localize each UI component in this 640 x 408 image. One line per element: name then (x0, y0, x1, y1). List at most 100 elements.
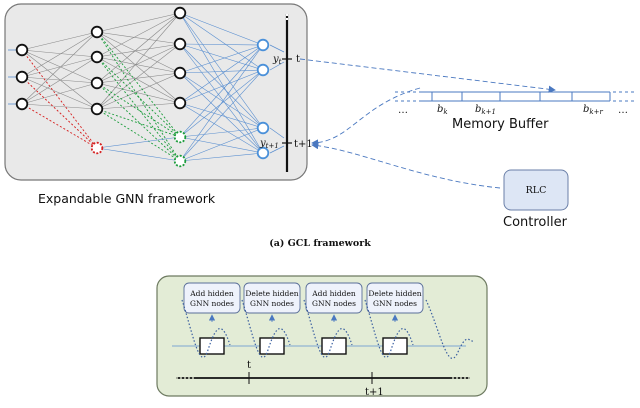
gnn-edge (96, 136, 181, 149)
gnn-nodes (15, 6, 270, 168)
output-connector (269, 44, 285, 53)
gnn-edge (21, 76, 98, 84)
gnn-edge (96, 56, 181, 104)
action-line1: Delete hidden (245, 289, 298, 298)
gnn-edge (21, 31, 98, 105)
memory-right-dots: … (618, 105, 628, 116)
gnn-edge (179, 72, 264, 154)
transition-curve (241, 299, 291, 358)
hidden-neuron (90, 102, 104, 116)
gnn-edge (179, 44, 264, 138)
state-box (382, 337, 408, 355)
framework-title: Expandable GNN framework (38, 191, 216, 206)
gnn-edge (21, 31, 98, 78)
gnn-edge (21, 56, 98, 105)
hidden-neuron (90, 50, 104, 64)
output-neuron (256, 121, 270, 135)
input-neuron (15, 97, 29, 111)
timeline-label-t1: t+1 (365, 387, 384, 398)
hidden-neuron (173, 96, 187, 110)
gnn-edge (96, 72, 181, 110)
gnn-edge (96, 82, 181, 138)
gnn-edge (179, 43, 264, 46)
action-line2: GNN nodes (373, 299, 417, 308)
gnn-edge (179, 102, 264, 154)
controller-label: Controller (503, 215, 568, 230)
action-line2: GNN nodes (312, 299, 356, 308)
gnn-edge (179, 152, 264, 162)
gnn-edge (96, 12, 181, 33)
gnn-edge (179, 44, 264, 104)
gnn-edge (179, 43, 264, 71)
gnn-edge (96, 56, 181, 74)
gnn-edge (96, 12, 181, 84)
arrow-t-to-memory (299, 58, 556, 93)
hidden-neuron (173, 66, 187, 80)
memory-cell-bkr: bk+r (583, 104, 604, 116)
gnn-edge (96, 43, 181, 110)
rlc-label: RLC (526, 185, 547, 196)
gnn-edge (179, 12, 264, 46)
gnn-edge (179, 44, 264, 162)
gnn-edge (179, 127, 264, 162)
output-label-top: yt (272, 54, 282, 66)
gnn-edge (96, 72, 181, 84)
time-label-t1: t+1 (294, 139, 313, 150)
gnn-edge (96, 108, 181, 138)
time-label-t: t (296, 54, 300, 65)
gnn-edge (179, 12, 264, 129)
gnn-edge (96, 82, 181, 104)
state-box (321, 337, 347, 355)
arrow-memory-to-t1 (311, 87, 421, 147)
gnn-edge (21, 76, 98, 149)
state-box (199, 337, 225, 355)
action-box (183, 282, 241, 314)
memory-cell-bk1: bk+1 (475, 104, 496, 116)
input-neuron (15, 43, 29, 57)
memory-cell-bk: bk (437, 104, 448, 116)
output-connector (269, 127, 285, 139)
output-neuron (256, 146, 270, 160)
output-connector (269, 61, 285, 71)
gnn-edge (179, 69, 264, 162)
output-label-bottom: yt+1 (259, 138, 279, 150)
gnn-edge (96, 108, 181, 162)
hidden-neuron (173, 37, 187, 51)
gnn-edge (96, 43, 181, 58)
added-neuron-red (90, 141, 104, 155)
gnn-edge (179, 69, 264, 74)
transition-curve-tail (425, 299, 475, 359)
memory-buffer (392, 91, 636, 102)
gnn-edge (21, 49, 98, 84)
gnn-edge (179, 127, 264, 138)
action-box (305, 282, 363, 314)
action-box (243, 282, 301, 314)
gnn-edge (96, 147, 181, 162)
added-neuron-green (173, 154, 187, 168)
arrow-controller-to-t1 (311, 142, 501, 189)
gnn-edge (21, 103, 98, 110)
gnn-edge (96, 43, 181, 84)
hidden-neuron (90, 76, 104, 90)
action-line1: Delete hidden (368, 289, 421, 298)
gnn-edge (96, 12, 181, 58)
output-connector (269, 145, 285, 154)
output-neuron (256, 63, 270, 77)
gnn-edge (179, 43, 264, 129)
added-neuron-green (173, 130, 187, 144)
memory-left-dots: … (398, 105, 408, 116)
gnn-edge (96, 82, 181, 162)
gnn-edge (179, 136, 264, 154)
gnn-edge (21, 82, 98, 105)
gnn-edge (21, 49, 98, 58)
memory-label: Memory Buffer (452, 117, 549, 132)
gnn-edge (179, 72, 264, 129)
gnn-edge (21, 49, 98, 110)
gnn-edges (8, 12, 285, 162)
gnn-edge (21, 76, 98, 110)
gnn-edge (21, 56, 98, 78)
gnn-edge (21, 31, 98, 51)
gnn-edge (96, 31, 181, 45)
transition-curve (181, 299, 231, 358)
